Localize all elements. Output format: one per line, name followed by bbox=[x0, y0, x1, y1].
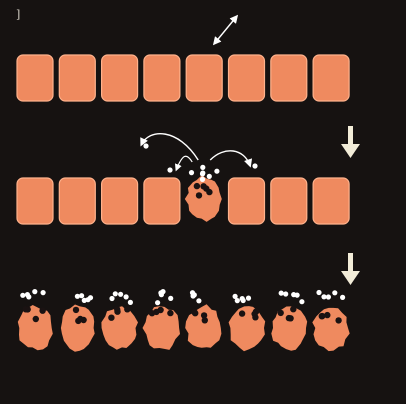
released-granule-dark bbox=[324, 312, 330, 318]
released-granule-dark bbox=[33, 316, 39, 322]
epithelial-cell bbox=[186, 55, 222, 101]
epithelial-cell bbox=[271, 178, 307, 224]
released-vesicle bbox=[214, 169, 219, 174]
released-vesicle bbox=[246, 296, 251, 301]
released-vesicle bbox=[143, 143, 148, 148]
released-granule-dark bbox=[202, 317, 208, 323]
released-vesicle bbox=[200, 170, 205, 175]
released-vesicle bbox=[321, 294, 326, 299]
lysed-cell bbox=[185, 175, 222, 222]
released-granule-dark bbox=[335, 317, 341, 323]
epithelial-cell bbox=[59, 178, 95, 224]
released-vesicle bbox=[279, 291, 284, 296]
released-vesicle bbox=[299, 299, 304, 304]
released-vesicle bbox=[41, 290, 46, 295]
bidirectional-arrow bbox=[214, 16, 237, 44]
released-granule-dark bbox=[290, 306, 296, 312]
epithelial-cell bbox=[59, 55, 95, 101]
epithelial-cell bbox=[229, 55, 265, 101]
released-granule-dark bbox=[278, 310, 284, 316]
released-granule-dark bbox=[192, 310, 198, 316]
released-vesicle bbox=[25, 292, 30, 297]
released-vesicle bbox=[316, 290, 321, 295]
epithelial-cell bbox=[313, 55, 349, 101]
epithelial-cell bbox=[144, 178, 180, 224]
released-granule-dark bbox=[39, 308, 45, 314]
curved-release-arrow bbox=[141, 134, 198, 160]
released-vesicle bbox=[168, 296, 173, 301]
released-granule-dark bbox=[251, 311, 257, 317]
flow-arrow-shaft bbox=[348, 253, 353, 273]
epithelial-cell bbox=[17, 55, 53, 101]
released-granule-dark bbox=[287, 315, 293, 321]
released-granule-dark bbox=[114, 306, 120, 312]
released-vesicle bbox=[155, 300, 160, 305]
released-vesicle bbox=[118, 292, 123, 297]
lysed-cell bbox=[18, 305, 53, 350]
released-vesicle bbox=[252, 163, 257, 168]
released-vesicle bbox=[200, 177, 205, 182]
epithelial-cell bbox=[17, 178, 53, 224]
epithelial-cell bbox=[271, 55, 307, 101]
released-vesicle bbox=[85, 297, 90, 302]
released-granule-dark bbox=[239, 310, 245, 316]
curved-release-arrow bbox=[176, 156, 192, 170]
released-vesicle bbox=[113, 291, 118, 296]
released-granule-dark bbox=[108, 315, 114, 321]
lysed-cell bbox=[185, 304, 221, 348]
lysed-cell bbox=[271, 306, 307, 350]
released-granule-dark bbox=[319, 313, 325, 319]
released-vesicle bbox=[124, 294, 129, 299]
lysed-cell bbox=[229, 306, 266, 351]
epithelial-cell bbox=[229, 178, 265, 224]
process-arrow bbox=[341, 253, 360, 285]
released-granule-dark bbox=[73, 307, 79, 313]
curved-release-arrow bbox=[210, 151, 250, 166]
flow-arrow-shaft bbox=[348, 126, 353, 146]
released-granule-dark bbox=[206, 189, 212, 195]
released-vesicle bbox=[233, 294, 238, 299]
released-vesicle bbox=[159, 292, 164, 297]
released-vesicle bbox=[109, 296, 114, 301]
released-vesicle bbox=[200, 165, 205, 170]
released-vesicle bbox=[191, 293, 196, 298]
epithelial-cell bbox=[144, 55, 180, 101]
released-vesicle bbox=[20, 293, 25, 298]
released-vesicle bbox=[32, 289, 37, 294]
epithelial-cell bbox=[313, 178, 349, 224]
released-granule-dark bbox=[124, 306, 130, 312]
released-granule-dark bbox=[149, 310, 155, 316]
released-vesicle bbox=[75, 294, 80, 299]
released-vesicle bbox=[207, 174, 212, 179]
released-granule-dark bbox=[77, 316, 83, 322]
released-granule-dark bbox=[196, 192, 202, 198]
released-vesicle bbox=[283, 291, 288, 296]
released-vesicle bbox=[128, 300, 133, 305]
flow-arrow-head bbox=[341, 144, 360, 158]
released-granule-dark bbox=[167, 310, 173, 316]
epithelial-cell bbox=[102, 178, 138, 224]
flow-arrow-head bbox=[341, 271, 360, 285]
released-vesicle bbox=[167, 167, 172, 172]
released-granule-dark bbox=[194, 183, 200, 189]
released-vesicle bbox=[340, 295, 345, 300]
released-vesicle bbox=[196, 298, 201, 303]
released-vesicle bbox=[240, 296, 245, 301]
released-granule-dark bbox=[23, 306, 29, 312]
released-vesicle bbox=[332, 290, 337, 295]
lysed-cell bbox=[312, 308, 349, 351]
epithelial-cell bbox=[102, 55, 138, 101]
released-vesicle bbox=[189, 170, 194, 175]
released-vesicle bbox=[295, 293, 300, 298]
process-arrow bbox=[341, 126, 360, 158]
